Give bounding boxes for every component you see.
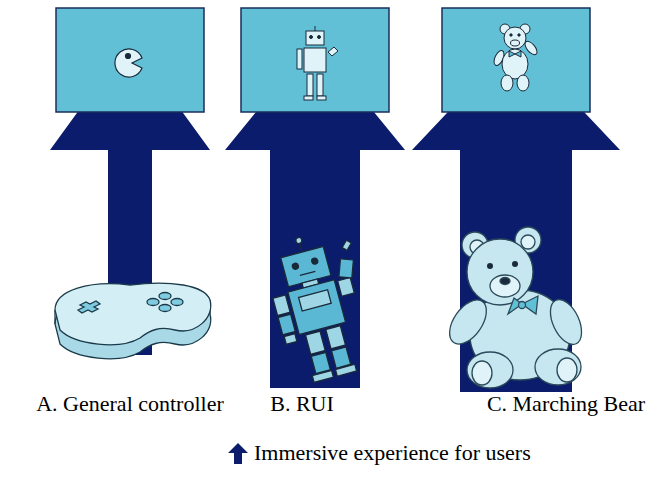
screens — [56, 8, 590, 112]
teddy-bear — [442, 227, 588, 388]
screen-bear — [492, 24, 539, 91]
device-label: A. General controller — [36, 391, 224, 417]
screen-robot — [297, 26, 338, 100]
robot — [259, 225, 383, 387]
device-label: B. RUI — [270, 391, 334, 417]
screen-character — [115, 49, 142, 77]
legend-entry: Immersive experience for users — [226, 440, 531, 466]
gamepad — [55, 283, 211, 359]
legend-arrow-icon — [226, 441, 250, 465]
legend-text: Immersive experience for users — [254, 440, 531, 466]
device-label: C. Marching Bear — [487, 391, 645, 417]
legend-arrow — [228, 443, 248, 464]
